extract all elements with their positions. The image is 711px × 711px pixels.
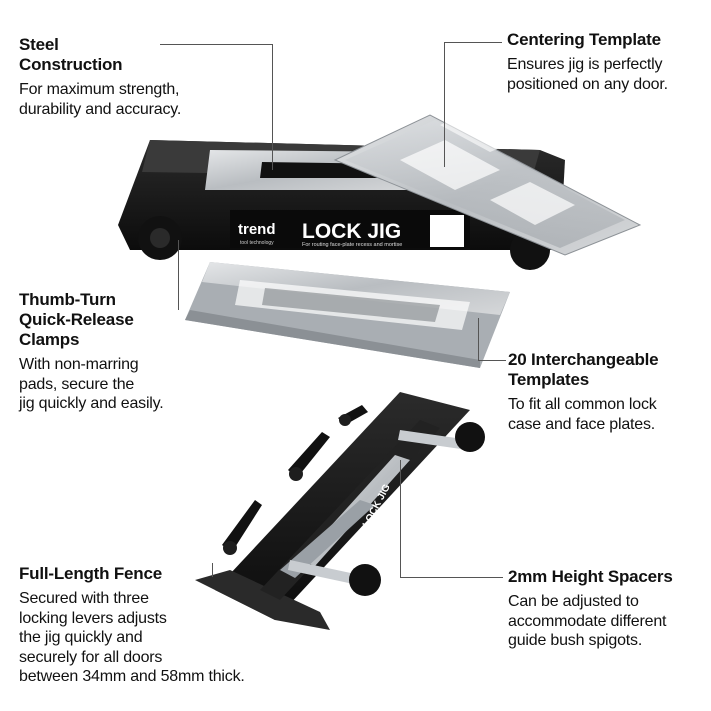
feature-full-length-fence: Full-Length Fence Secured with three loc…: [19, 564, 309, 687]
callout-line-centering-v: [444, 42, 445, 167]
feature-title: Full-Length Fence: [19, 564, 162, 583]
product-name-label: LOCK JIG: [302, 220, 401, 243]
feature-steel-construction: Steel Construction For maximum strength,…: [19, 35, 239, 119]
product-warning-label: [430, 215, 464, 247]
feature-title: Centering Template: [507, 30, 661, 49]
callout-line-steel-h: [160, 44, 272, 45]
callout-line-fence: [212, 563, 213, 577]
product-tagline: For routing face-plate recess and mortis…: [302, 242, 402, 248]
brand-sub: tool technology: [240, 240, 274, 246]
fence-knob-2-icon: [455, 422, 485, 452]
feature-interchangeable-templates: 20 Interchangeable Templates To fit all …: [508, 350, 708, 434]
feature-description: Ensures jig is perfectly positioned on a…: [507, 56, 668, 93]
feature-height-spacers: 2mm Height Spacers Can be adjusted to ac…: [508, 567, 708, 651]
templates-stack: [185, 262, 510, 368]
callout-line-spacers-h: [400, 577, 503, 578]
locking-lever-1-icon: [222, 500, 262, 552]
locking-lever-2-icon: [288, 432, 330, 478]
callout-line-steel-v: [272, 44, 273, 170]
feature-description: Can be adjusted to accommodate different…: [508, 593, 667, 649]
feature-thumb-turn-clamps: Thumb-Turn Quick-Release Clamps With non…: [19, 290, 219, 414]
callout-line-thumb: [178, 240, 179, 310]
feature-description: To fit all common lock case and face pla…: [508, 396, 657, 433]
callout-line-templates-v: [478, 318, 479, 360]
callout-line-spacers-v: [400, 460, 401, 577]
feature-title: Steel Construction: [19, 35, 123, 74]
fence-knob-1-icon: [349, 564, 381, 596]
feature-description: With non-marring pads, secure the jig qu…: [19, 356, 164, 412]
feature-centering-template: Centering Template Ensures jig is perfec…: [507, 30, 707, 94]
bottom-jig-body: [195, 392, 485, 630]
feature-description: For maximum strength, durability and acc…: [19, 81, 182, 118]
centering-template: [333, 112, 642, 256]
feature-title: Thumb-Turn Quick-Release Clamps: [19, 290, 134, 349]
feature-title: 20 Interchangeable Templates: [508, 350, 659, 389]
feature-title: 2mm Height Spacers: [508, 567, 673, 586]
brand-logo: trend: [238, 221, 276, 238]
callout-line-templates-h: [478, 360, 506, 361]
callout-line-centering-h: [444, 42, 502, 43]
feature-description: Secured with three locking levers adjust…: [19, 590, 245, 685]
